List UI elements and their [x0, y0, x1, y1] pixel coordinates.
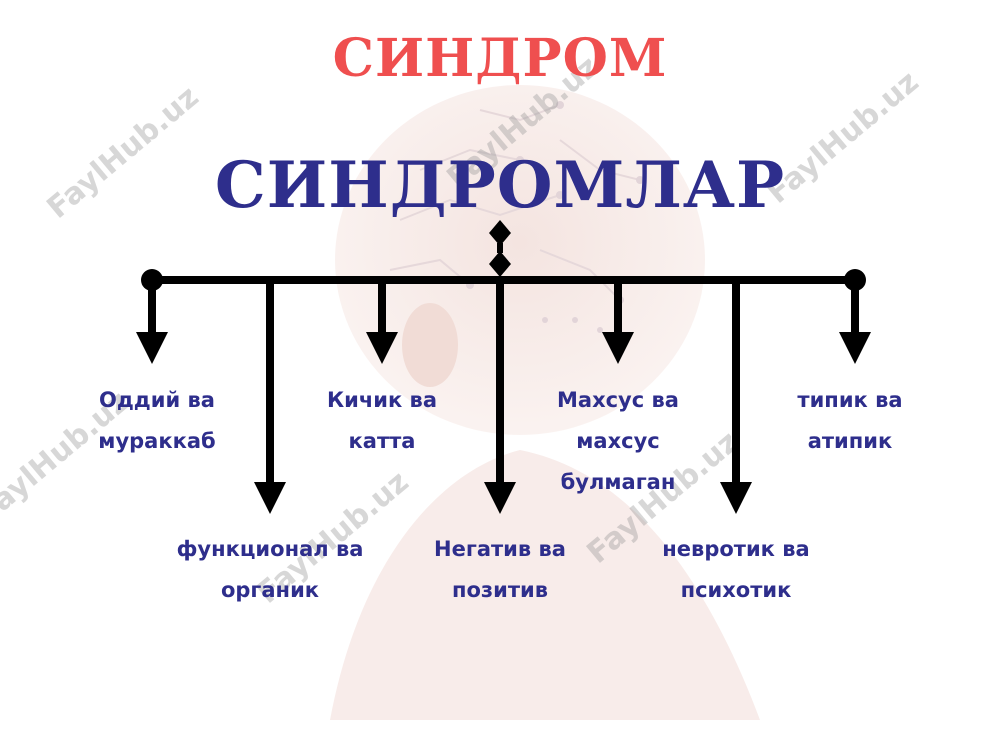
- stem-segment: [497, 243, 503, 253]
- arrow-head: [720, 482, 752, 514]
- junction-diamond: [489, 251, 511, 277]
- heading: СИНДРОМ: [332, 28, 668, 89]
- arrow-head: [136, 332, 168, 364]
- diagram-title: СИНДРОМЛАР: [214, 148, 786, 223]
- arrow-head: [602, 332, 634, 364]
- arrow-head: [484, 482, 516, 514]
- arrow-head: [254, 482, 286, 514]
- junction-diamond: [489, 220, 511, 246]
- arrow-head: [839, 332, 871, 364]
- arrow-head: [366, 332, 398, 364]
